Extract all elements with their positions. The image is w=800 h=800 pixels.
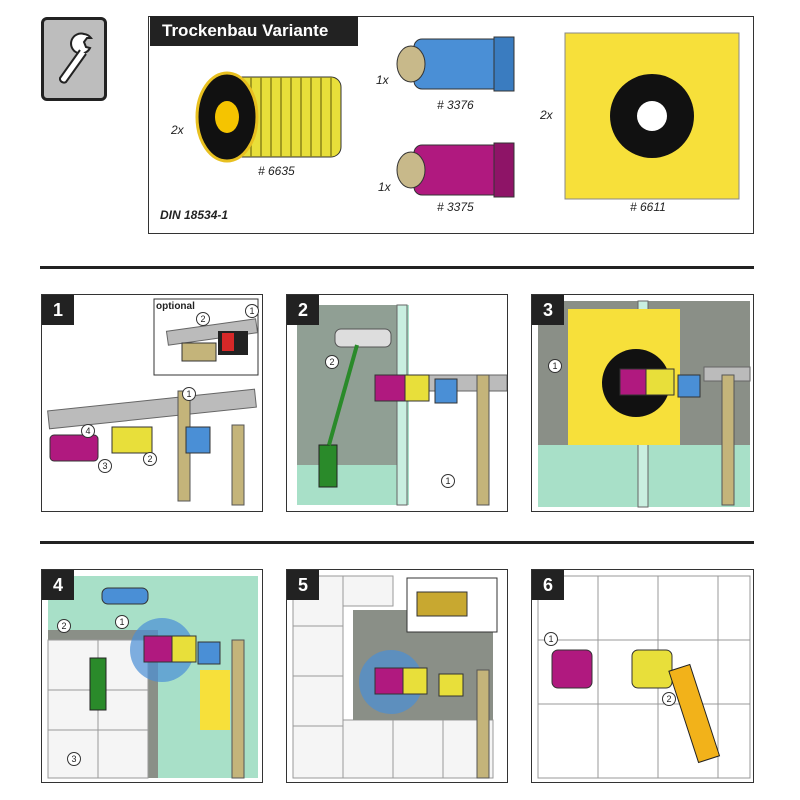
- step-number: 2: [287, 295, 319, 325]
- kit-qty-6611: 2x: [540, 108, 553, 122]
- step-3-callout: 1: [548, 359, 562, 373]
- step-1-callout: 2: [196, 312, 210, 326]
- step-1-panel: 1: [41, 294, 263, 512]
- step-number: 6: [532, 570, 564, 600]
- step-3-panel: 3: [531, 294, 754, 512]
- step-1-callout: 1: [245, 304, 259, 318]
- plug-3376-graphic: [396, 36, 515, 92]
- step-6-panel: 6: [531, 569, 754, 783]
- step-2-callout: 2: [325, 355, 339, 369]
- wrench-icon: [58, 32, 93, 84]
- kit-code-6611: # 6611: [630, 200, 666, 214]
- kit-code-3375: # 3375: [437, 200, 474, 214]
- step-number: 4: [42, 570, 74, 600]
- sleeve-6635-graphic: [195, 71, 342, 163]
- step-6-callout: 1: [544, 632, 558, 646]
- step-number: 1: [42, 295, 74, 325]
- kit-title: Trockenbau Variante: [150, 16, 358, 46]
- kit-qty-6635: 2x: [171, 123, 184, 137]
- kit-panel: [148, 16, 754, 234]
- wrench-icon-tile: [41, 17, 107, 101]
- din-standard: DIN 18534-1: [160, 208, 229, 222]
- step-6-callout: 2: [662, 692, 676, 706]
- step-5-panel: 5: [286, 569, 508, 783]
- step-2-callout: 1: [441, 474, 455, 488]
- step-1-callout: 4: [81, 424, 95, 438]
- step-1-optional-label: optional: [156, 301, 195, 312]
- step-4-callout: 3: [67, 752, 81, 766]
- kit-illustration: [195, 32, 740, 200]
- divider-middle: [40, 541, 754, 544]
- step-1-callout: 3: [98, 459, 112, 473]
- step-1-callout: 2: [143, 452, 157, 466]
- cuff-6611-graphic: [564, 32, 740, 200]
- step-number: 3: [532, 295, 564, 325]
- kit-qty-3375: 1x: [378, 180, 391, 194]
- kit-qty-3376: 1x: [376, 73, 389, 87]
- step-2-panel: 2: [286, 294, 508, 512]
- step-4-callout: 2: [57, 619, 71, 633]
- step-4-callout: 1: [115, 615, 129, 629]
- divider-top: [40, 266, 754, 269]
- step-4-panel: 4: [41, 569, 263, 783]
- step-1-callout: 1: [182, 387, 196, 401]
- step-number: 5: [287, 570, 319, 600]
- plug-3375-graphic: [396, 142, 515, 198]
- kit-code-6635: # 6635: [258, 164, 295, 178]
- kit-code-3376: # 3376: [437, 98, 474, 112]
